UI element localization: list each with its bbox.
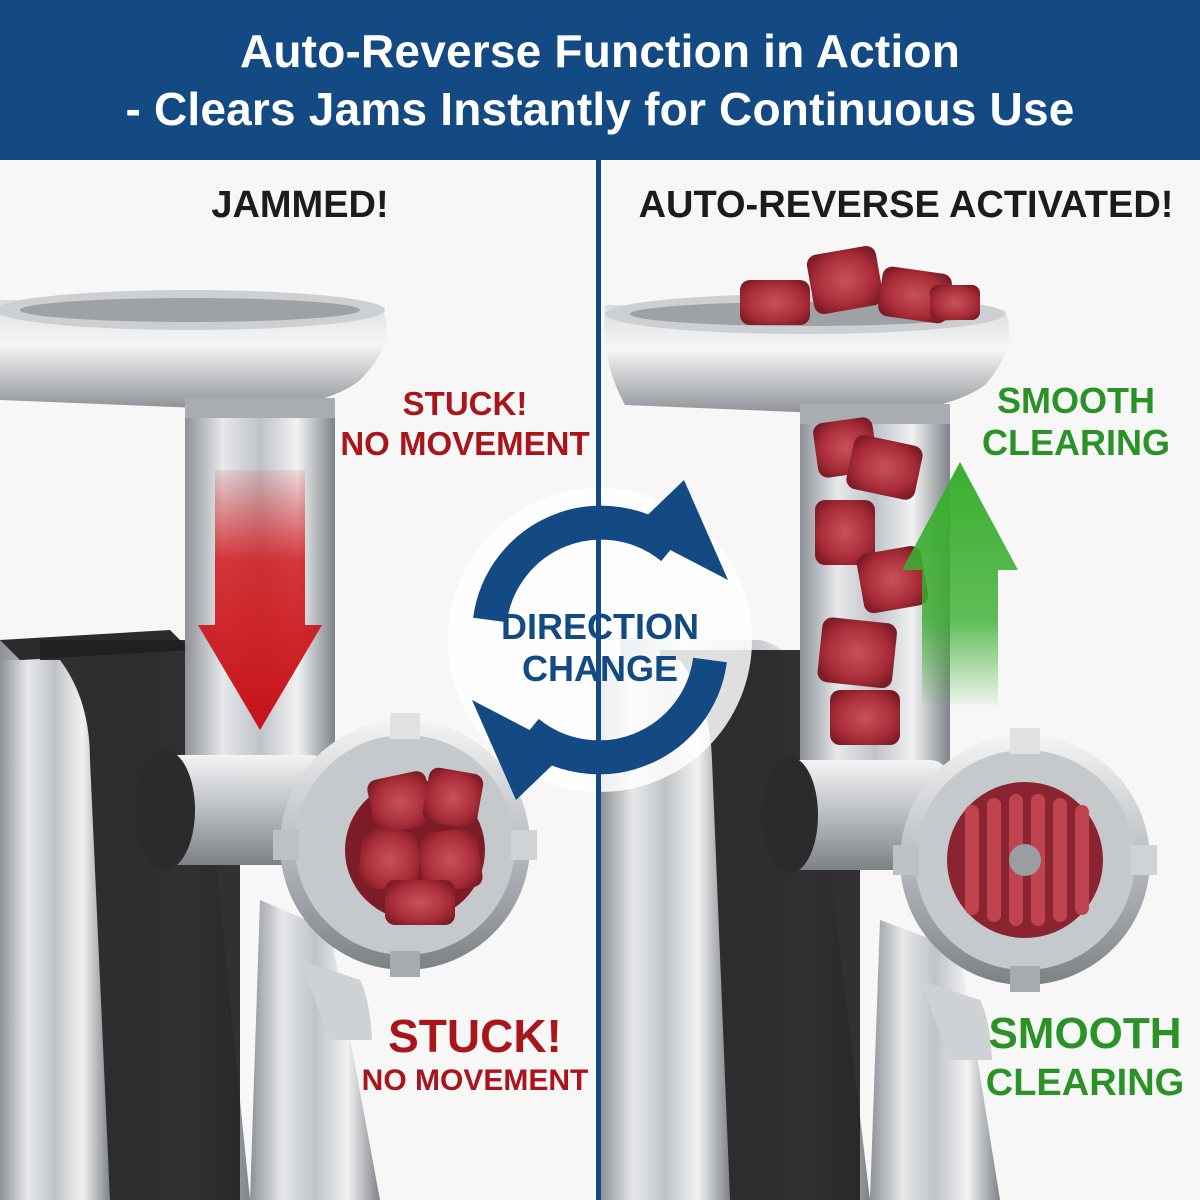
direction-change-label: DIRECTION CHANGE: [488, 606, 712, 690]
stuck-label-top: STUCK! NO MOVEMENT: [330, 384, 600, 464]
panel-divider: [596, 160, 601, 1200]
stuck-label-bottom-line2: NO MOVEMENT: [361, 1064, 589, 1097]
header-banner: Auto-Reverse Function in Action - Clears…: [0, 0, 1200, 160]
clearing-label-top-line1: SMOOTH: [997, 380, 1155, 421]
clearing-label-bottom: SMOOTH CLEARING: [985, 1008, 1185, 1106]
clearing-label-top: SMOOTH CLEARING: [976, 380, 1176, 464]
left-panel-title: JAMMED!: [211, 184, 389, 226]
clearing-label-top-line2: CLEARING: [982, 422, 1170, 463]
direction-change-line1: DIRECTION: [501, 606, 699, 647]
green-up-arrow-icon: [902, 462, 1018, 705]
stuck-label-bottom-line1: STUCK!: [388, 1010, 562, 1062]
direction-change-line2: CHANGE: [521, 648, 678, 689]
stuck-label-top-line2: NO MOVEMENT: [340, 425, 590, 462]
header-title-line1: Auto-Reverse Function in Action: [239, 25, 961, 77]
jammed-meat: [358, 767, 484, 925]
stuck-label-bottom: STUCK! NO MOVEMENT: [360, 1010, 590, 1100]
red-down-arrow-icon: [198, 470, 322, 730]
header-title-line2: - Clears Jams Instantly for Continuous U…: [125, 83, 1075, 135]
left-grinder: [0, 290, 537, 1200]
clearing-label-bottom-line1: SMOOTH: [988, 1009, 1182, 1058]
right-panel-title: AUTO-REVERSE ACTIVATED!: [638, 184, 1174, 226]
tray-meat: [740, 245, 980, 325]
stuck-label-top-line1: STUCK!: [402, 385, 528, 422]
clearing-label-bottom-line2: CLEARING: [985, 1062, 1185, 1104]
right-grinder: [601, 245, 1157, 1200]
throat-meat: [813, 417, 929, 745]
